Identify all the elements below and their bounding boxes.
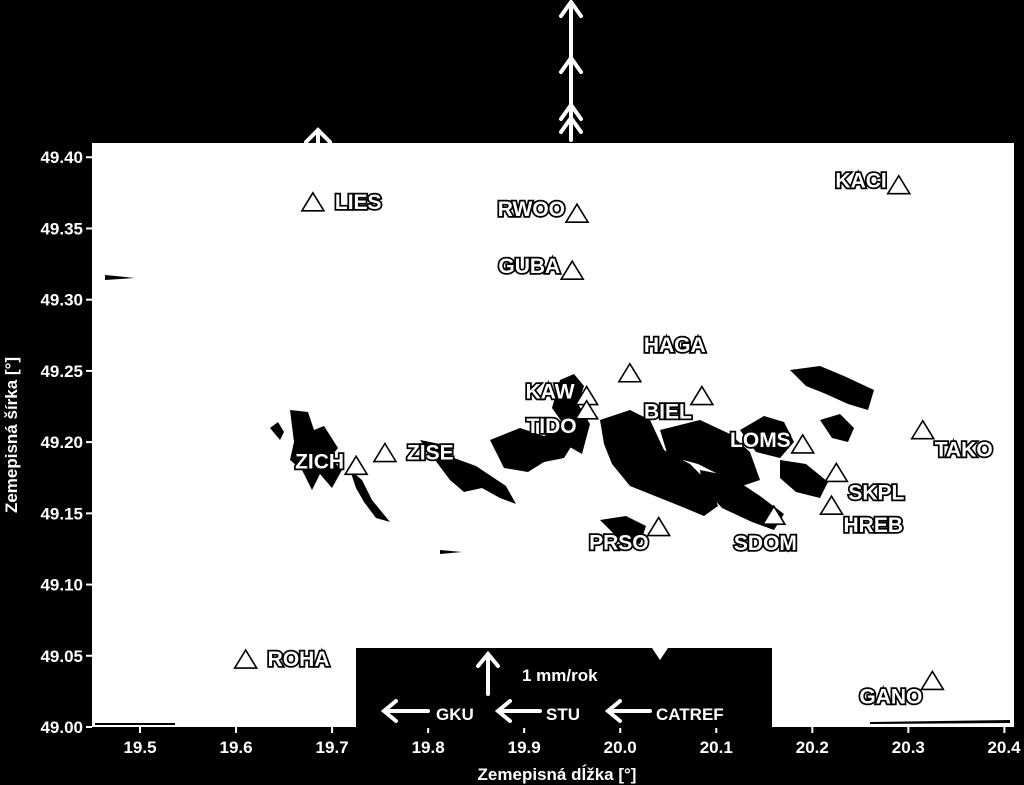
station-haga[interactable]: HAGA: [617, 332, 707, 383]
station-marker: [564, 202, 590, 224]
station-marker: [823, 461, 849, 483]
station-marker: [689, 385, 715, 406]
station-marker: [790, 433, 816, 454]
station-sdom[interactable]: SDOM: [732, 504, 799, 557]
y-tick-label: 49.05: [40, 647, 83, 666]
scale-arrow: [476, 650, 500, 696]
station-label: LIES: [335, 191, 382, 214]
legend-label-gku: GKU: [436, 705, 474, 724]
x-tick-label: 20.0: [604, 738, 637, 757]
station-marker: [233, 648, 259, 669]
station-label: ZISE: [407, 442, 454, 465]
scale-label: 1 mm/rok: [522, 666, 598, 685]
station-rwoo[interactable]: RWOO: [496, 196, 590, 224]
velocity-arrow-lies: [304, 127, 332, 152]
x-tick-label: 19.5: [123, 738, 156, 757]
station-label: HAGA: [644, 334, 706, 357]
y-tick-label: 49.00: [40, 718, 83, 737]
station-skpl[interactable]: SKPL: [823, 461, 906, 506]
x-tick-label: 19.8: [412, 738, 445, 757]
station-guba[interactable]: GUBA: [497, 253, 585, 280]
station-marker: [300, 191, 326, 212]
velocity-arrow-rwoo: [559, 114, 583, 134]
gku-arrow: [380, 699, 430, 723]
y-tick-label: 49.40: [40, 148, 83, 167]
station-label: GUBA: [498, 255, 560, 278]
x-tick-label: 19.9: [508, 738, 541, 757]
station-label: SDOM: [734, 532, 797, 555]
terrain-shading: [95, 275, 1010, 725]
station-label: TIDO: [526, 415, 576, 438]
station-kaci[interactable]: KACI: [834, 168, 912, 195]
station-label: KAW: [526, 381, 575, 404]
x-axis-title: Zemepisná dĺžka [°]: [478, 764, 637, 784]
station-label: BIEL: [644, 401, 692, 424]
station-label: GANO: [859, 685, 922, 708]
station-marker: [919, 669, 945, 691]
y-tick-label: 49.25: [40, 362, 83, 381]
catref-arrow: [604, 699, 652, 723]
station-label: TAKO: [935, 439, 993, 462]
station-tido[interactable]: TIDO: [525, 399, 600, 440]
station-biel[interactable]: BIEL: [642, 385, 715, 425]
stu-arrow: [494, 699, 542, 723]
legend-box: [356, 648, 772, 728]
x-tick-label: 19.6: [220, 738, 253, 757]
station-gano[interactable]: GANO: [858, 669, 945, 710]
x-tick-label: 20.2: [796, 738, 829, 757]
stations-layer: LIES RWOO GUBA KACI HAGA KAW TIDO BIEL ZICH ZISE L…: [233, 168, 994, 710]
station-label: HREB: [844, 514, 904, 537]
velocity-arrows: [304, 0, 583, 152]
y-tick-label: 49.10: [40, 576, 83, 595]
station-label: RWOO: [498, 198, 565, 221]
velocity-arrow-guba-3: [559, 101, 583, 121]
station-loms[interactable]: LOMS: [728, 427, 816, 454]
station-marker: [372, 441, 398, 463]
legend: 1 mm/rok GKU STU CATREF: [356, 648, 772, 728]
station-marker: [761, 504, 787, 525]
station-marker: [343, 454, 369, 476]
station-marker: [559, 259, 585, 280]
station-marker: [886, 174, 912, 195]
station-zich[interactable]: ZICH: [293, 449, 369, 476]
legend-label-stu: STU: [546, 705, 580, 724]
y-tick-label: 49.15: [40, 504, 83, 523]
station-label: KACI: [835, 170, 886, 193]
x-tick-label: 19.7: [316, 738, 349, 757]
y-tick-label: 49.30: [40, 291, 83, 310]
y-axis-title: Zemepisná šírka [°]: [2, 357, 21, 513]
station-label: ZICH: [295, 450, 344, 473]
station-label: LOMS: [730, 429, 791, 452]
velocity-arrow-guba-2: [559, 54, 583, 74]
x-axis: 19.5 19.6 19.7 19.8 19.9 20.0 20.1 20.2 20.3 20.4: [123, 727, 1021, 757]
x-tick-label: 20.1: [700, 738, 733, 757]
station-label: PRSO: [589, 532, 649, 555]
station-hreb[interactable]: HREB: [819, 494, 905, 539]
station-tako[interactable]: TAKO: [910, 419, 994, 463]
station-prso[interactable]: PRSO: [587, 516, 672, 556]
station-label: ROHA: [268, 648, 330, 671]
y-tick-label: 49.35: [40, 219, 83, 238]
x-tick-label: 20.4: [987, 738, 1021, 757]
station-label: SKPL: [848, 481, 904, 504]
y-axis: 49.00 49.05 49.10 49.15 49.20 49.25 49.30 49.35…: [40, 148, 92, 737]
station-marker: [646, 516, 672, 537]
station-kaw[interactable]: KAW: [524, 379, 600, 406]
legend-notch: [652, 648, 668, 660]
station-roha[interactable]: ROHA: [233, 646, 331, 673]
legend-label-catref: CATREF: [656, 705, 724, 724]
y-tick-label: 49.20: [40, 433, 83, 452]
station-marker: [574, 399, 600, 420]
x-tick-label: 20.3: [892, 738, 925, 757]
station-lies[interactable]: LIES: [300, 189, 383, 216]
station-zise[interactable]: ZISE: [372, 440, 455, 466]
station-marker: [910, 419, 936, 440]
station-marker: [819, 494, 844, 516]
station-marker: [617, 362, 643, 383]
